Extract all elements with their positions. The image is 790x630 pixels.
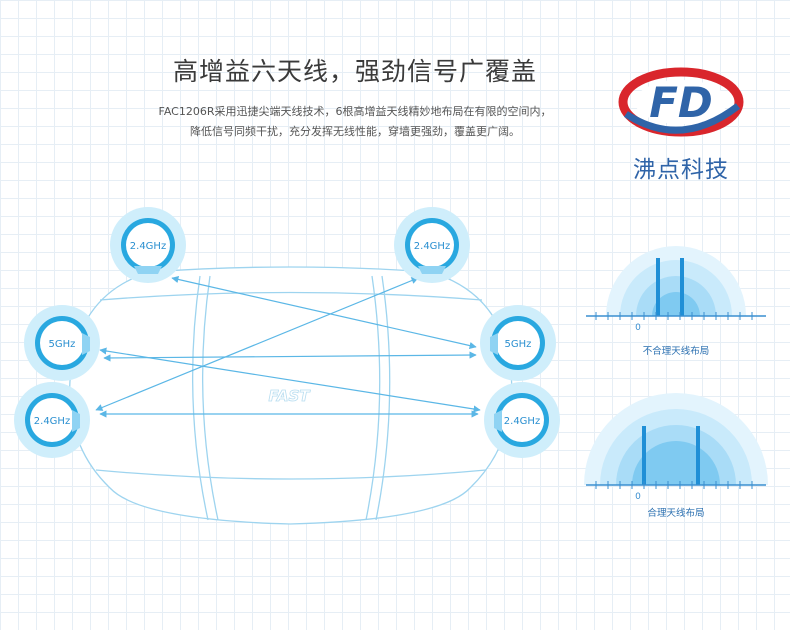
antenna-bottom-left: 2.4GHz (14, 382, 90, 458)
antenna-band-label: 5GHz (505, 339, 532, 350)
description-line-2: 降低信号同频干扰，充分发挥无线性能，穿墙更强劲，覆盖更广阔。 (190, 125, 520, 138)
brand-logo-icon: FD (618, 67, 744, 137)
brand-block: FD 沸点科技 (606, 62, 756, 192)
brand-logo-letters: FD (649, 78, 713, 127)
coverage-diagram-bad: 0 (586, 246, 766, 333)
router-logo: FAST (269, 387, 312, 405)
antenna-band-label: 2.4GHz (414, 241, 450, 252)
antenna-mid-left: 5GHz (24, 305, 100, 381)
axis-zero-label: 0 (635, 492, 641, 502)
antenna-band-label: 2.4GHz (504, 416, 540, 427)
axis-zero-label: 0 (635, 323, 641, 333)
antenna-band-label: 5GHz (49, 339, 76, 350)
coverage-diagram-good: 0 (584, 393, 768, 502)
signal-paths (95, 275, 481, 418)
antenna-top-left: 2.4GHz (110, 207, 186, 283)
antenna-band-label: 2.4GHz (130, 241, 166, 252)
description-line-1: FAC1206R采用迅捷尖端天线技术，6根高增益天线精妙地布局在有限的空间内， (158, 105, 552, 118)
signal-arrow (103, 351, 477, 362)
caption-bad-layout: 不合理天线布局 (642, 346, 710, 357)
caption-good-layout: 合理天线布局 (647, 508, 705, 519)
headline: 高增益六天线，强劲信号广覆盖 (172, 57, 537, 86)
description: FAC1206R采用迅捷尖端天线技术，6根高增益天线精妙地布局在有限的空间内， … (0, 102, 710, 142)
antenna-bottom-right: 2.4GHz (484, 382, 560, 458)
antenna-band-label: 2.4GHz (34, 416, 70, 427)
brand-name: 沸点科技 (633, 157, 729, 183)
antenna-mid-right: 5GHz (480, 305, 556, 381)
antenna-top-right: 2.4GHz (394, 207, 470, 283)
